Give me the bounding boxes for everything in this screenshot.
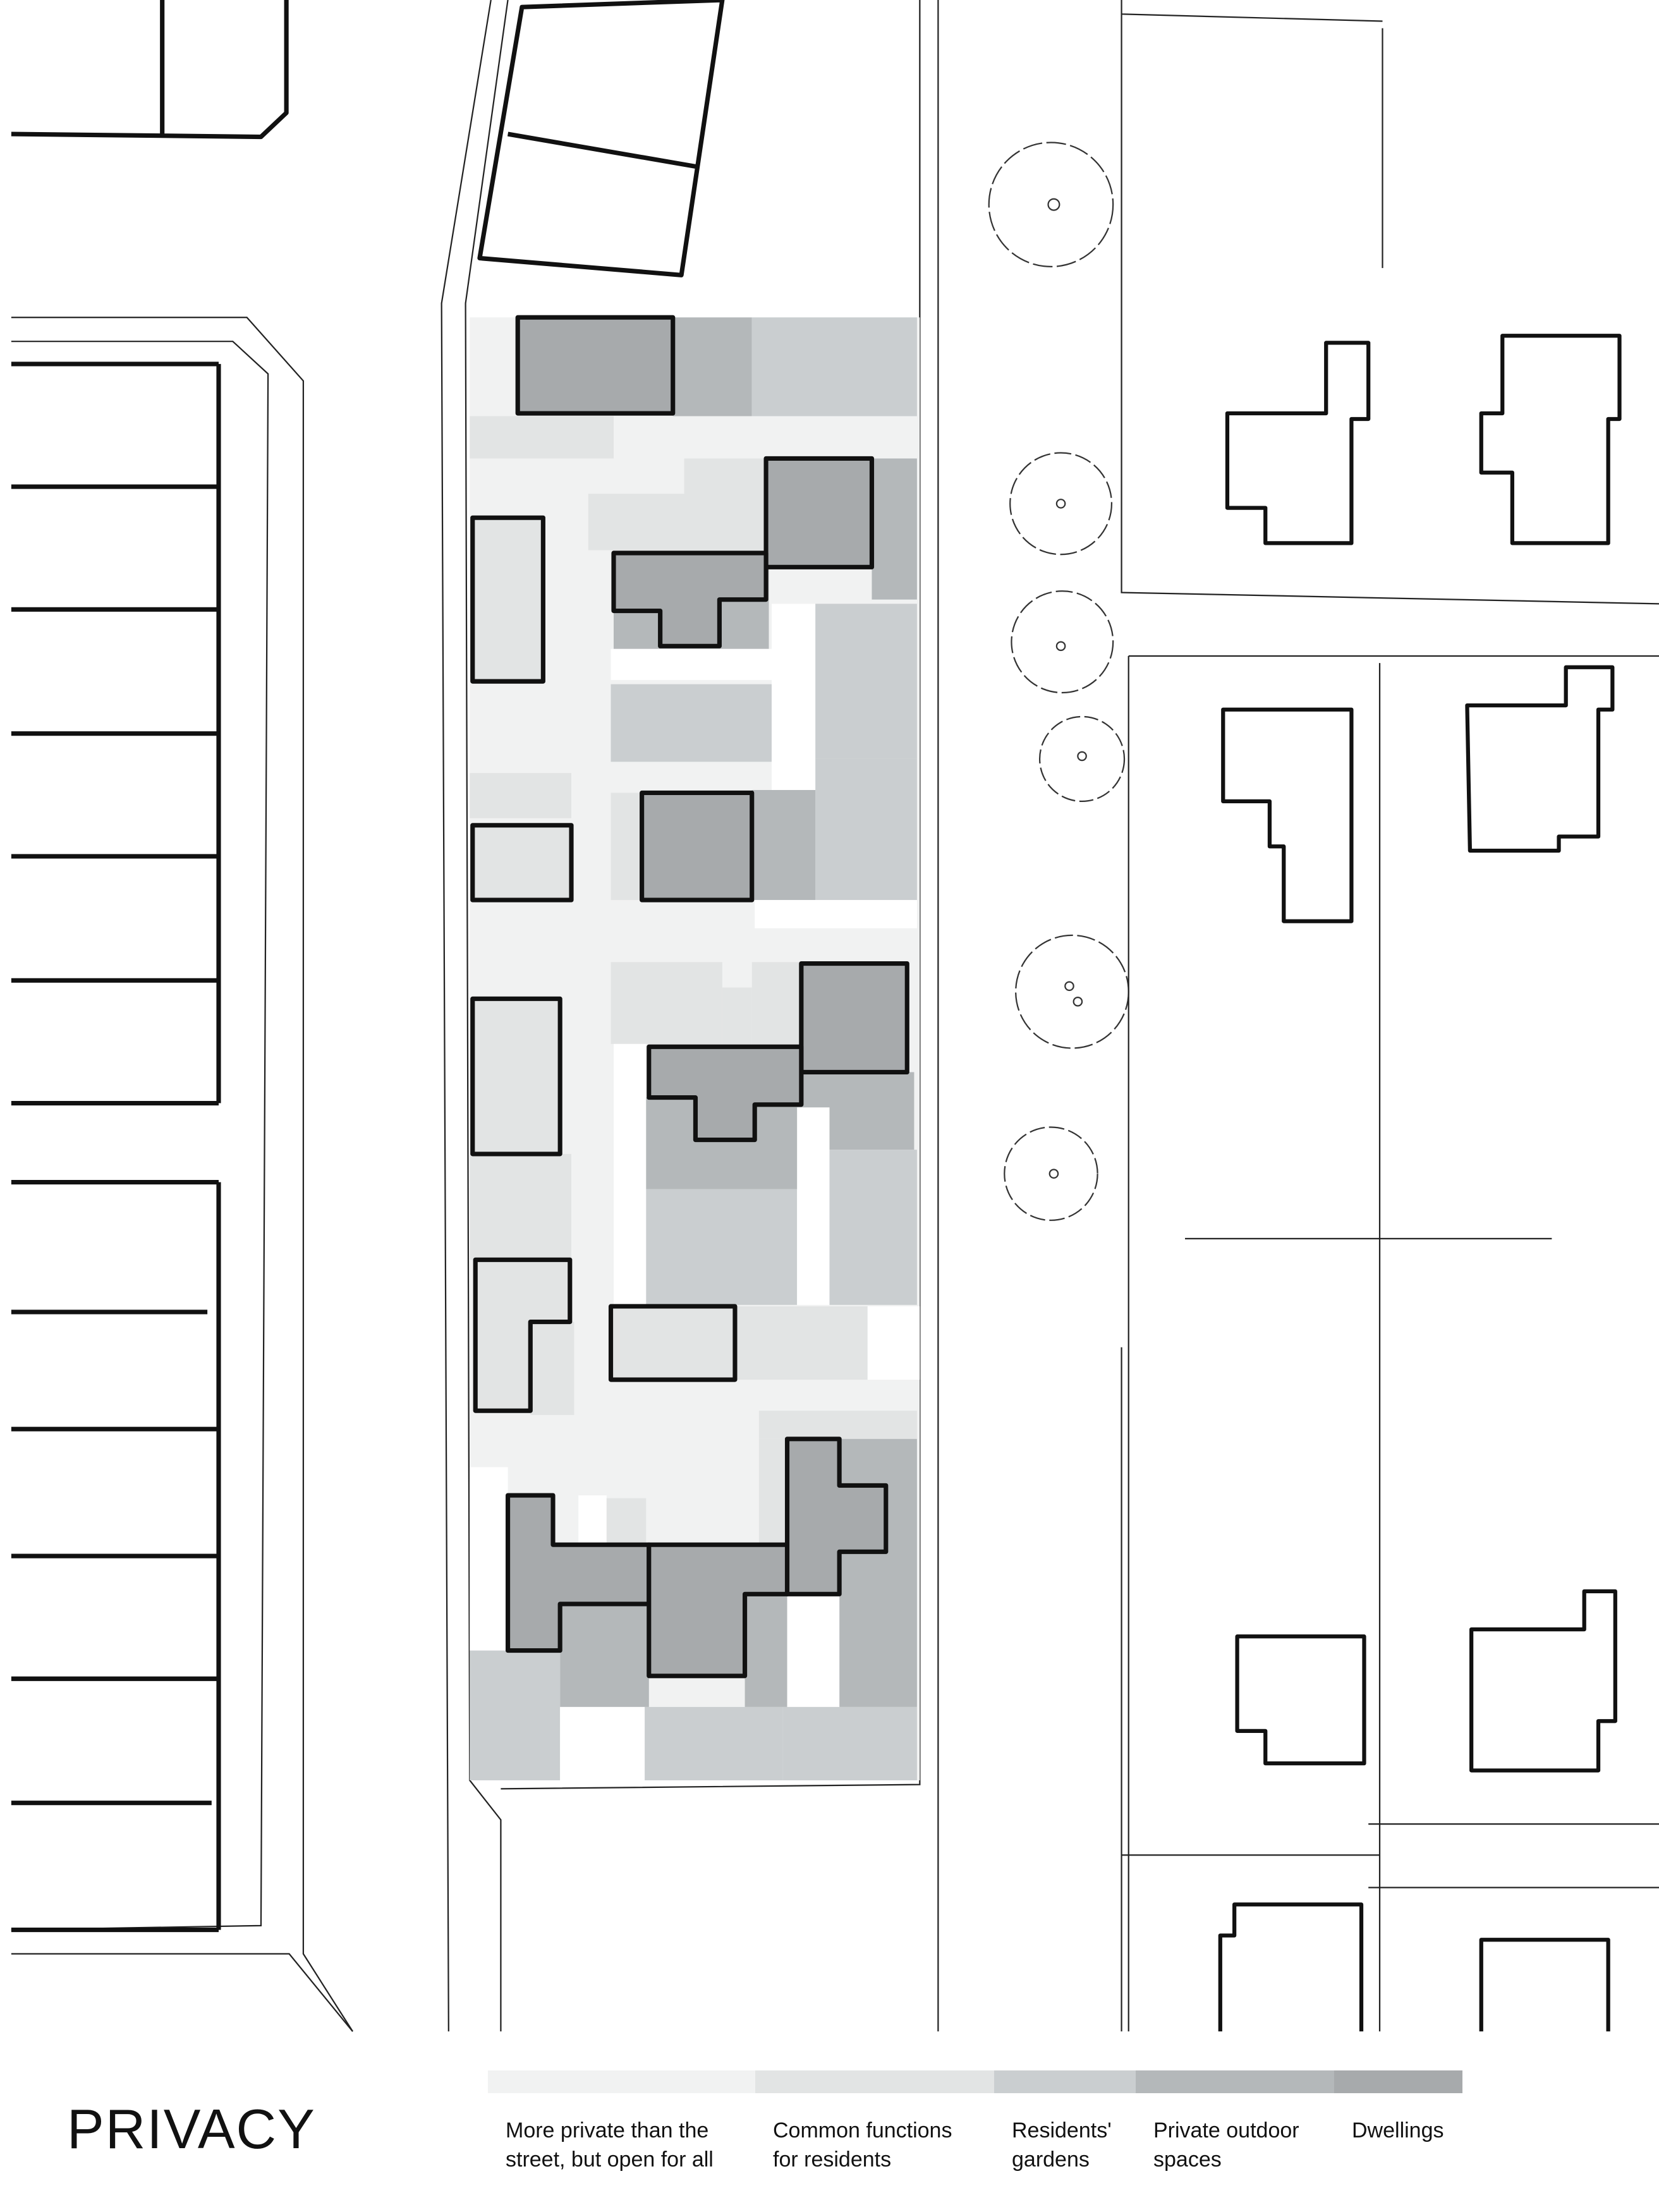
street-trees: [988, 142, 1129, 1221]
legend-swatch: [1334, 2070, 1462, 2093]
legend-label: Common functions for residents: [773, 2118, 952, 2172]
tree-icon: [988, 142, 1114, 267]
dwellings: [506, 315, 909, 1679]
tree-icon: [1004, 1126, 1098, 1221]
legend-item-private-outdoor: Private outdoor spaces: [1136, 2070, 1334, 2174]
legend-item-dwellings: Dwellings: [1334, 2070, 1462, 2174]
legend-swatch: [994, 2070, 1136, 2093]
legend-label: Private outdoor spaces: [1153, 2118, 1299, 2172]
right-neighbourhood: [1121, 0, 1659, 2032]
legend-swatch: [755, 2070, 994, 2093]
tree-icon: [1011, 590, 1114, 694]
privacy-legend: More private than the street, but open f…: [488, 2070, 1462, 2174]
legend-label: Residents' gardens: [1012, 2118, 1112, 2172]
common-buildings: [470, 515, 738, 1413]
legend-item-gardens: Residents' gardens: [994, 2070, 1136, 2174]
legend-label: More private than the street, but open f…: [506, 2118, 714, 2172]
parking-rows: [11, 362, 221, 1933]
legend-item-common: Common functions for residents: [755, 2070, 994, 2174]
legend-label: Dwellings: [1352, 2118, 1444, 2142]
diagram-title: PRIVACY: [67, 2098, 316, 2160]
legend-item-public: More private than the street, but open f…: [488, 2070, 755, 2174]
tree-icon: [1038, 715, 1126, 802]
left-block: [11, 0, 353, 2032]
tree-icon: [1009, 452, 1113, 556]
legend-swatch: [488, 2070, 755, 2093]
legend-swatch: [1136, 2070, 1334, 2093]
tree-icon: [1015, 934, 1129, 1049]
